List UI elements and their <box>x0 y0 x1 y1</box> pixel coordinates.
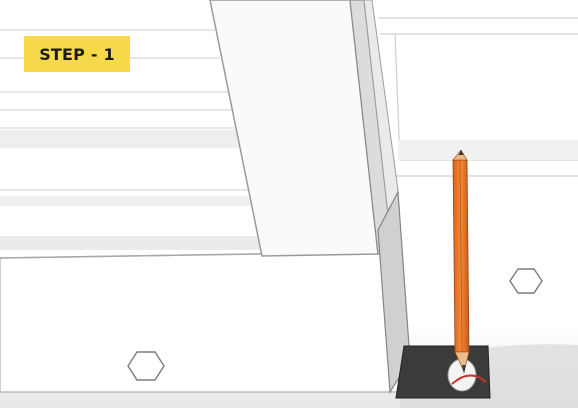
window-sill-shadow <box>398 140 578 160</box>
wall-shadow-band <box>0 130 240 148</box>
wall-shadow-band-3 <box>0 236 262 250</box>
pencil <box>453 150 469 374</box>
step-badge-label: STEP - 1 <box>39 45 115 64</box>
base-block <box>0 252 404 392</box>
hex-bolt-right <box>510 269 542 293</box>
step-badge: STEP - 1 <box>24 36 130 72</box>
wall-shadow-band-2 <box>0 196 252 206</box>
vertical-post <box>210 0 398 256</box>
bracket-plate <box>396 346 490 398</box>
